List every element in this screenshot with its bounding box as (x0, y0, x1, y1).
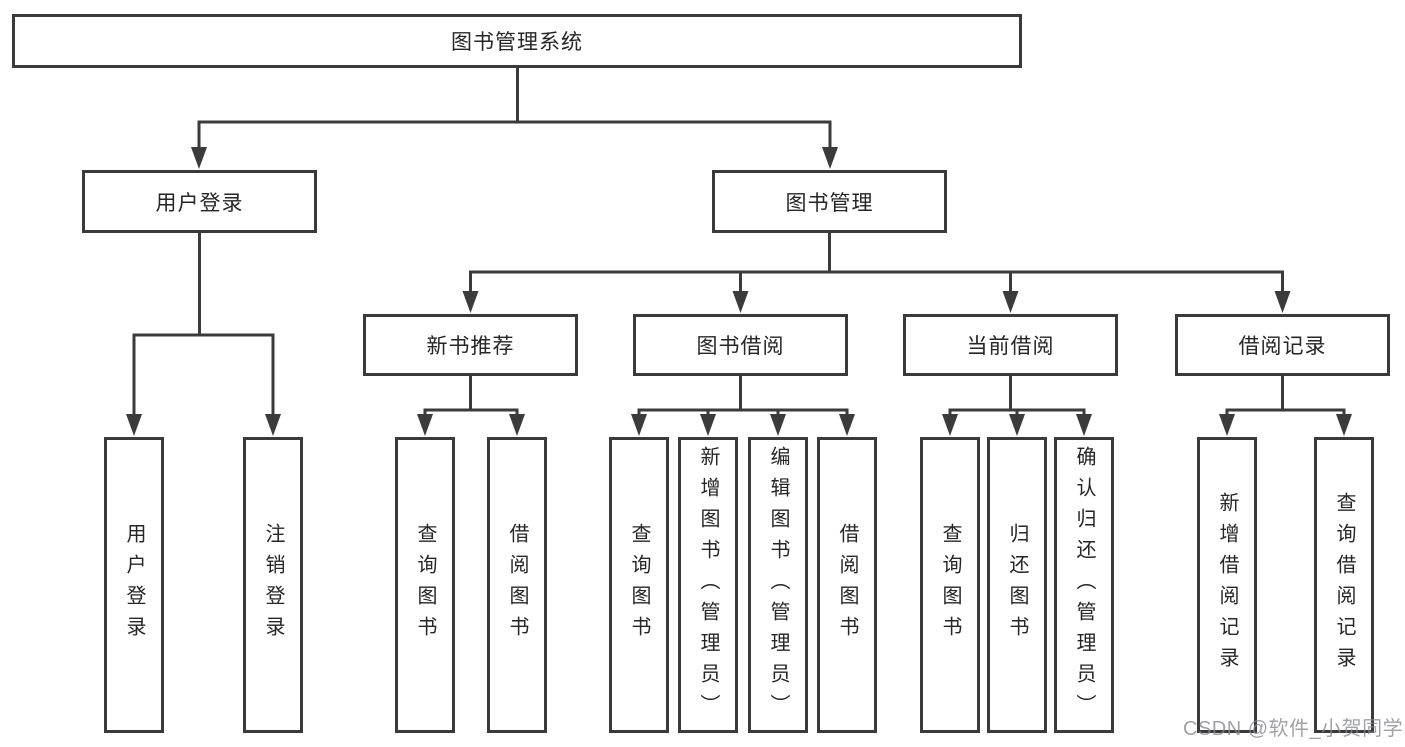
node-label: 用户登录 (155, 191, 244, 215)
node-label: 确认归还（管理员） (1073, 445, 1095, 725)
arrowhead-icon (942, 414, 958, 436)
leaf-return-books: 归还图书 (987, 437, 1047, 733)
arrowhead-icon (1336, 414, 1352, 436)
leaf-query-borrow-record: 查询借阅记录 (1314, 437, 1374, 733)
node-current-borrowing: 当前借阅 (903, 314, 1118, 376)
node-user-login: 用户登录 (82, 170, 317, 233)
node-label: 查询图书 (939, 523, 961, 647)
node-label: 新增借阅记录 (1216, 492, 1238, 678)
leaf-add-borrow-record: 新增借阅记录 (1197, 437, 1257, 733)
leaf-borrow-books: 借阅图书 (487, 437, 547, 733)
node-label: 借阅图书 (506, 523, 528, 647)
node-label: 图书管理系统 (451, 31, 583, 54)
leaf-query-books-2: 查询图书 (609, 437, 669, 733)
connector-book-borrow-to-leaves (631, 376, 855, 436)
connector-user-login-to-leaves (126, 233, 281, 436)
arrowhead-icon (265, 414, 281, 436)
node-label: 注销登录 (262, 523, 284, 647)
arrowhead-icon (1219, 414, 1235, 436)
connector-borrow-records-to-leaves (1219, 376, 1352, 436)
arrowhead-icon (839, 414, 855, 436)
node-label: 当前借阅 (966, 335, 1055, 358)
node-label: 用户登录 (123, 523, 145, 647)
node-book-management: 图书管理 (712, 170, 947, 233)
node-label: 查询图书 (628, 523, 650, 647)
node-book-borrowing: 图书借阅 (633, 314, 848, 376)
arrowhead-icon (1002, 291, 1019, 313)
connector-new-book-to-leaves (417, 376, 525, 436)
leaf-user-login: 用户登录 (104, 437, 164, 733)
arrowhead-icon (770, 414, 786, 436)
node-label: 借阅记录 (1238, 335, 1327, 358)
leaf-add-books-admin: 新增图书（管理员） (678, 437, 738, 733)
arrowhead-icon (1274, 291, 1291, 313)
arrowhead-icon (631, 414, 647, 436)
arrowhead-icon (509, 414, 525, 436)
connector-book-management-to-level3 (462, 233, 1291, 313)
arrowhead-icon (126, 414, 142, 436)
leaf-confirm-return-admin: 确认归还（管理员） (1054, 437, 1114, 733)
node-label: 编辑图书（管理员） (767, 445, 789, 725)
leaf-borrow-books-2: 借阅图书 (817, 437, 877, 733)
arrowhead-icon (700, 414, 716, 436)
node-label: 图书管理 (785, 191, 874, 215)
arrowhead-icon (417, 414, 433, 436)
arrowhead-icon (822, 147, 838, 169)
node-label: 图书借阅 (696, 335, 785, 358)
leaf-query-books: 查询图书 (395, 437, 455, 733)
leaf-edit-books-admin: 编辑图书（管理员） (748, 437, 808, 733)
arrowhead-icon (1009, 414, 1025, 436)
node-label: 新增图书（管理员） (697, 445, 719, 725)
node-label: 查询图书 (414, 523, 436, 647)
leaf-query-books-3: 查询图书 (920, 437, 980, 733)
csdn-watermark: CSDN @软件_小贺同学 (1183, 718, 1404, 740)
node-label: 新书推荐 (426, 335, 515, 358)
arrowhead-icon (1076, 414, 1092, 436)
arrowhead-icon (732, 291, 749, 313)
arrowhead-icon (191, 147, 207, 169)
node-label: 借阅图书 (836, 523, 858, 647)
arrowhead-icon (462, 291, 479, 313)
node-root-library-system: 图书管理系统 (12, 14, 1022, 68)
node-borrowing-records: 借阅记录 (1175, 314, 1390, 376)
node-label: 查询借阅记录 (1333, 492, 1355, 678)
node-new-book-recommend: 新书推荐 (363, 314, 578, 376)
leaf-logout: 注销登录 (243, 437, 303, 733)
node-label: 归还图书 (1006, 523, 1028, 647)
connector-root-to-level2 (191, 68, 838, 169)
connector-current-borrow-to-leaves (942, 376, 1092, 436)
